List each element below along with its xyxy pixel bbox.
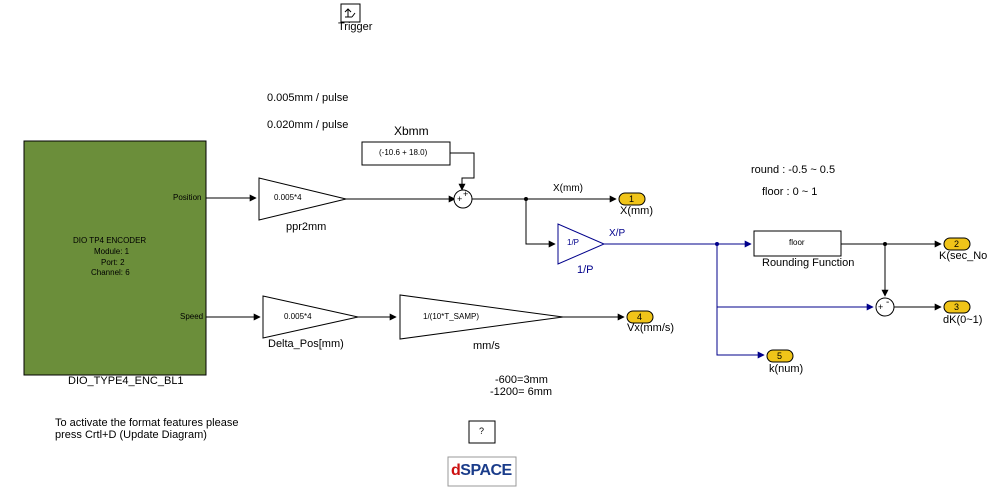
note-resolution-1: 0.005mm / pulse: [267, 92, 349, 104]
note-round: round : -0.5 ~ 0.5: [751, 164, 836, 176]
outport-3-num: 3: [954, 302, 960, 312]
note-format-1: To activate the format features please: [55, 417, 239, 429]
wire-xbmm-sum: [450, 152, 475, 191]
trigger-block[interactable]: [340, 3, 361, 23]
encoder-channel: Channel: 6: [91, 268, 130, 277]
encoder-block[interactable]: [23, 140, 207, 376]
outport-1-name: X(mm): [620, 205, 653, 217]
mms-name: mm/s: [473, 340, 500, 352]
gain-ppr2mm-block[interactable]: [258, 177, 347, 221]
note-calib-2: -1200= 6mm: [490, 386, 553, 398]
note-floor: floor : 0 ~ 1: [762, 186, 818, 198]
help-label: ?: [479, 426, 485, 436]
outport-3[interactable]: [943, 300, 971, 314]
gain-1p-block[interactable]: [557, 223, 606, 265]
note-format-2: press Crtl+D (Update Diagram): [55, 429, 207, 441]
signal-x-p: X/P: [609, 228, 626, 239]
floor-value: floor: [789, 238, 805, 247]
encoder-module: Module: 1: [94, 247, 130, 256]
outport-5-num: 5: [777, 351, 783, 361]
encoder-title: DIO TP4 ENCODER: [73, 236, 147, 245]
encoder-port-speed: Speed: [180, 312, 204, 321]
sum2-signs-2: -: [886, 297, 889, 308]
dspace-logo: dSPACE: [451, 463, 512, 479]
outport-1[interactable]: [618, 192, 646, 206]
ppr2mm-name: ppr2mm: [286, 221, 327, 233]
wire-xp-out5: [716, 244, 765, 359]
outport-2-name: K(sec_No: [939, 250, 988, 262]
gain-mms-block[interactable]: [399, 294, 564, 340]
sum1-signs-2: +: [463, 189, 468, 199]
encoder-port: Port: 2: [101, 258, 125, 267]
floor-block[interactable]: [753, 230, 842, 257]
outport-3-name: dK(0~1): [943, 314, 983, 326]
dspace-logo-text: dSPACE: [451, 462, 512, 479]
trigger-icon: [344, 8, 356, 18]
xbmm-value: (-10.6 + 18.0): [379, 148, 428, 157]
recip-value: 1/P: [567, 238, 580, 247]
recip-name: 1/P: [577, 264, 594, 276]
outport-4-num: 4: [637, 312, 643, 322]
note-resolution-2: 0.020mm / pulse: [267, 119, 349, 131]
outport-1-num: 1: [629, 194, 635, 204]
floor-name: Rounding Function: [762, 257, 855, 269]
delta-pos-name: Delta_Pos[mm): [268, 338, 344, 350]
ppr2mm-value: 0.005*4: [274, 193, 302, 202]
help-block[interactable]: [468, 420, 496, 444]
note-calib-1: -600=3mm: [495, 374, 548, 386]
outport-4[interactable]: [626, 310, 654, 324]
encoder-name: DIO_TYPE4_ENC_BL1: [68, 375, 184, 387]
outport-5-name: k(num): [769, 363, 804, 375]
delta-pos-value: 0.005*4: [284, 312, 312, 321]
wire-sum-recip: [525, 199, 556, 248]
xbmm-label: Xbmm: [394, 124, 429, 138]
signal-x-mm: X(mm): [553, 183, 583, 194]
gain-delta-pos-block[interactable]: [262, 295, 359, 339]
outport-2[interactable]: [943, 237, 971, 251]
sum2-signs: +: [878, 302, 883, 312]
dspace-logo-box[interactable]: [447, 456, 517, 487]
trigger-label: Trigger: [338, 21, 373, 33]
outport-5[interactable]: [766, 349, 794, 363]
mms-value: 1/(10*T_SAMP): [423, 312, 480, 321]
sum1-signs: +: [457, 194, 462, 204]
outport-4-name: Vx(mm/s): [627, 322, 675, 334]
outport-2-num: 2: [954, 239, 960, 249]
encoder-port-position: Position: [173, 193, 202, 202]
